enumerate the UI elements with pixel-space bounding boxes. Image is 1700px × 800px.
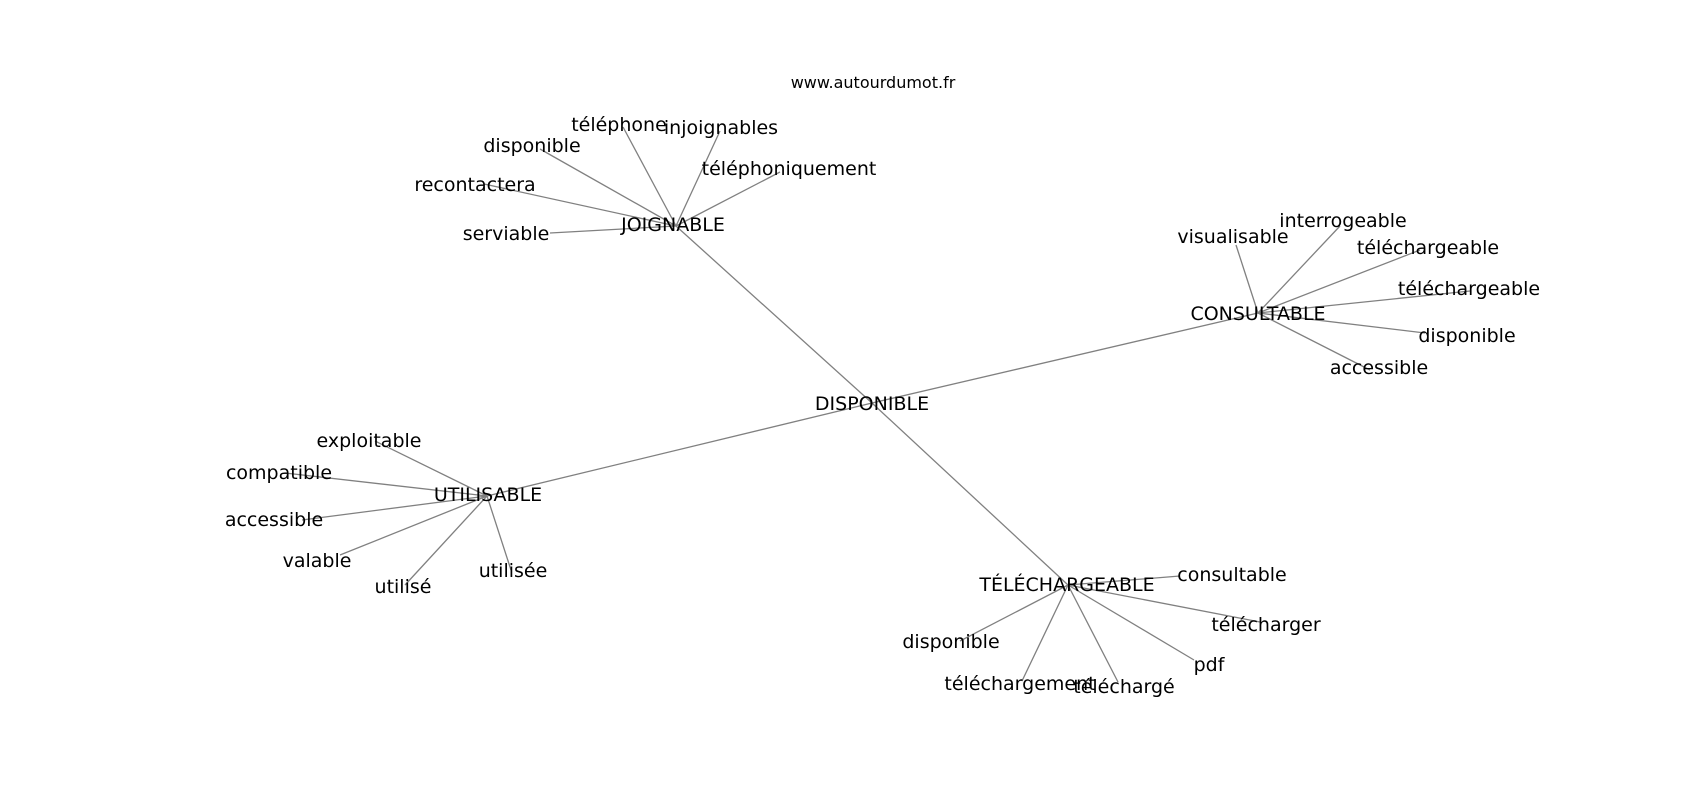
edge-utilisable-leaf [284,472,488,497]
edge-center-utilisable [486,402,873,497]
leaf-node-label: consultable [1177,564,1286,586]
edge-joignable-leaf [622,126,677,227]
leaf-node-label: recontactera [414,174,535,196]
edge-telechargeable-leaf [1067,584,1195,661]
leaf-node-label: utilisé [375,576,432,598]
leaf-node-label: visualisable [1177,226,1288,248]
leaf-node-label: injoignables [664,117,778,139]
edge-telechargeable-leaf [1067,584,1261,623]
leaf-node-label: utilisée [479,560,548,582]
edge-utilisable-leaf [339,495,488,556]
edge-joignable-leaf [549,225,677,234]
edge-telechargeable-leaf [1067,575,1181,586]
edge-center-consultable [871,312,1259,404]
edge-telechargeable-leaf [1021,584,1069,682]
edge-consultable-leaf [1235,244,1259,314]
edges-layer [284,126,1471,683]
leaf-node-label: téléchargement [944,673,1095,695]
labels-layer: www.autourdumot.fr DISPONIBLE téléphonei… [225,73,1540,698]
center-node-label: DISPONIBLE [815,393,929,415]
edge-consultable-leaf [1257,225,1341,314]
edge-consultable-leaf [1257,290,1471,314]
leaf-node-label: accessible [225,509,323,531]
leaf-node-label: disponible [902,631,999,653]
leaf-node-label: accessible [1330,357,1428,379]
edge-utilisable-leaf [404,495,488,586]
edge-consultable-leaf [1257,312,1371,371]
edge-joignable-leaf [483,183,677,227]
leaf-node-label: compatible [226,462,332,484]
edge-center-telechargeable [871,402,1069,586]
leaf-node-label: télécharger [1211,614,1320,636]
edge-telechargeable-leaf [959,584,1069,642]
hub-node-label-joignable: JOIGNABLE [620,214,725,236]
hub-node-label-telechargeable: TÉLÉCHARGEABLE [978,573,1154,596]
leaf-node-label: serviable [463,223,550,245]
edge-utilisable-leaf [486,495,512,571]
leaf-node-label: téléchargeable [1398,278,1540,300]
leaf-node-label: disponible [1418,325,1515,347]
leaf-node-label: téléchargé [1073,676,1174,698]
hub-node-label-consultable: CONSULTABLE [1190,303,1325,325]
leaf-node-label: exploitable [317,430,422,452]
leaf-node-label: interrogeable [1279,210,1406,232]
site-label: www.autourdumot.fr [791,73,956,92]
edge-consultable-leaf [1257,312,1426,334]
leaf-node-label: téléphone [571,114,667,136]
leaf-node-label: valable [283,550,352,572]
edge-center-joignable [675,225,873,404]
edge-joignable-leaf [675,171,781,227]
leaf-node-label: pdf [1194,654,1226,676]
edge-utilisable-leaf [301,495,488,521]
edge-telechargeable-leaf [1067,584,1119,683]
leaf-node-label: téléchargeable [1357,237,1499,259]
edge-consultable-leaf [1257,249,1421,314]
edge-utilisable-leaf [374,440,488,497]
leaf-node-label: téléphoniquement [702,158,877,180]
edge-joignable-leaf [675,130,721,227]
edge-joignable-leaf [539,148,677,227]
leaf-node-label: disponible [483,135,580,157]
hub-node-label-utilisable: UTILISABLE [434,484,542,506]
